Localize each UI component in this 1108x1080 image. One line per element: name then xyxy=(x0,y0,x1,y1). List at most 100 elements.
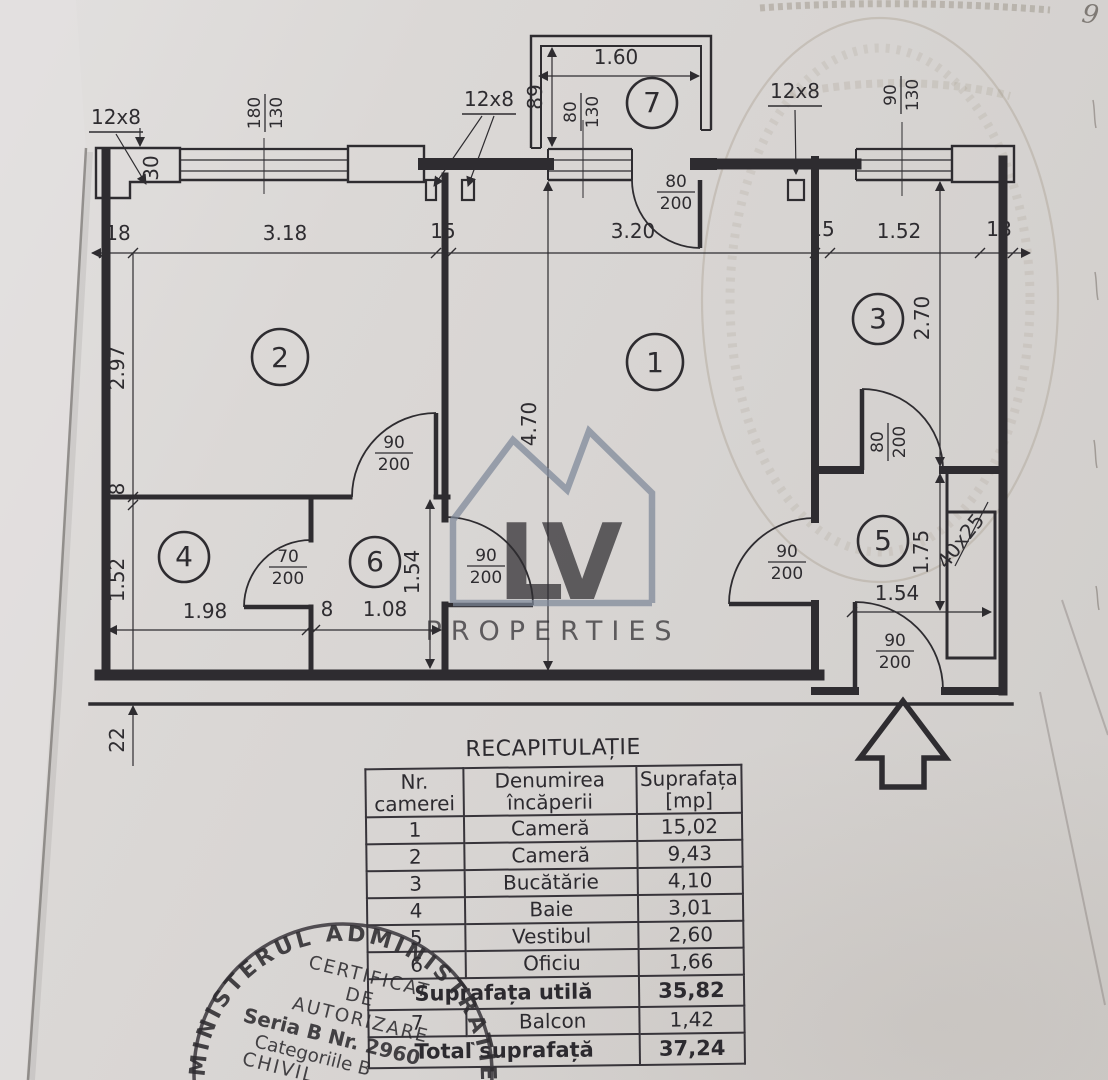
door-room4-room6 xyxy=(243,539,312,610)
faint-stamp xyxy=(700,0,1060,584)
vent-size-label: 12x8 xyxy=(770,79,820,103)
size-fraction-top: 70 xyxy=(277,547,299,567)
window-room2 xyxy=(179,138,349,194)
watermark-initials: LV xyxy=(497,502,622,624)
dimension-label: 1.60 xyxy=(594,45,639,69)
dimension-label: 2.97 xyxy=(105,346,129,391)
window-kitchen xyxy=(855,122,953,196)
room-number: 4 xyxy=(175,540,193,573)
size-fraction-bottom: 200 xyxy=(660,194,692,214)
dimension-label: 1.54 xyxy=(400,550,424,595)
dim-ticks xyxy=(98,247,1019,636)
leader-vent-c xyxy=(466,115,495,187)
leader-vent-b xyxy=(433,115,483,187)
size-fraction-top: 80 xyxy=(665,172,687,192)
watermark-logo: LV PROPERTIES xyxy=(425,425,680,647)
dimension-label: 1.98 xyxy=(183,599,228,623)
window-balcony xyxy=(547,120,633,198)
dimension-label: 89 xyxy=(523,84,547,109)
balcony-wall-outer xyxy=(529,34,713,148)
room-circle xyxy=(625,332,685,392)
room-circle xyxy=(625,76,679,130)
door-room1-balcony xyxy=(631,179,703,249)
size-fraction-top: 90 xyxy=(881,84,901,106)
dimension-label: 18 xyxy=(105,221,130,245)
size-fraction-bottom: 130 xyxy=(267,97,287,129)
room-number: 7 xyxy=(643,86,661,119)
certification-stamp: MINISTERUL ADMINISTRAȚIEI P CERTIFICAT D… xyxy=(178,914,497,1080)
room-number: 6 xyxy=(366,545,384,578)
size-fraction-bottom: 130 xyxy=(583,96,603,128)
leader-shaft-40x25 xyxy=(954,501,989,567)
size-fraction-top: 90 xyxy=(776,542,798,562)
windows xyxy=(179,120,953,198)
paper-edge-marks xyxy=(1092,99,1100,611)
door-room1-vestibule xyxy=(728,517,816,607)
size-fraction-bottom: 200 xyxy=(470,568,502,588)
pillar-north-mid xyxy=(346,144,426,184)
header-suprafata: Suprafața[mp] xyxy=(636,764,742,814)
stamp-ring xyxy=(192,922,494,1080)
watermark-name: PROPERTIES xyxy=(425,616,680,647)
dimension-label: 8 xyxy=(105,483,129,496)
vent-size-label: 12x8 xyxy=(91,105,141,129)
dimension-label: 4.70 xyxy=(517,402,541,447)
size-fraction-bottom: 130 xyxy=(903,79,923,111)
table-title: RECAPITULAȚIE xyxy=(465,734,641,763)
size-fraction-top: 90 xyxy=(383,433,405,453)
dimension-label: 1.52 xyxy=(105,558,129,603)
size-fraction-bottom: 200 xyxy=(272,569,304,589)
room-number: 2 xyxy=(271,341,289,374)
size-fraction-bottom: 200 xyxy=(378,455,410,475)
paper-left-edge xyxy=(0,0,93,1080)
dimension-lines xyxy=(90,46,1032,766)
room-circle xyxy=(851,292,905,346)
dimension-label: 1.52 xyxy=(877,219,922,243)
dimension-label: 1.08 xyxy=(363,597,408,621)
dimension-label: 15 xyxy=(430,219,455,243)
entrance-arrow xyxy=(854,696,952,790)
size-fraction-bottom: 200 xyxy=(879,653,911,673)
shaft-niche xyxy=(945,510,997,660)
size-fraction-bottom: 200 xyxy=(771,564,803,584)
dimension-label: 3.20 xyxy=(611,219,656,243)
vent-shaft-c xyxy=(786,178,806,202)
room-circle xyxy=(348,535,402,589)
room-number: 3 xyxy=(869,302,887,335)
room-circle xyxy=(856,514,910,568)
dimension-label: 1.54 xyxy=(875,581,920,605)
balcony-wall-inner xyxy=(540,45,702,148)
dimension-label: 22 xyxy=(105,727,129,752)
size-fraction-top: 80 xyxy=(561,101,581,123)
door-entrance xyxy=(852,601,944,691)
walls-hollow xyxy=(94,34,1016,200)
size-fraction-top: 90 xyxy=(884,631,906,651)
dimension-label: 30 xyxy=(139,155,163,180)
dimension-label: 3.18 xyxy=(263,221,308,245)
vent-shaft-b xyxy=(460,178,476,202)
dimension-label: 1.75 xyxy=(909,530,933,575)
leader-vent-a xyxy=(115,133,147,185)
dimension-label: 15 xyxy=(809,217,834,241)
leader-vent-d xyxy=(790,109,801,176)
room-circle xyxy=(157,530,211,584)
size-fraction-bottom: 200 xyxy=(890,426,910,458)
room-circle xyxy=(250,327,310,387)
